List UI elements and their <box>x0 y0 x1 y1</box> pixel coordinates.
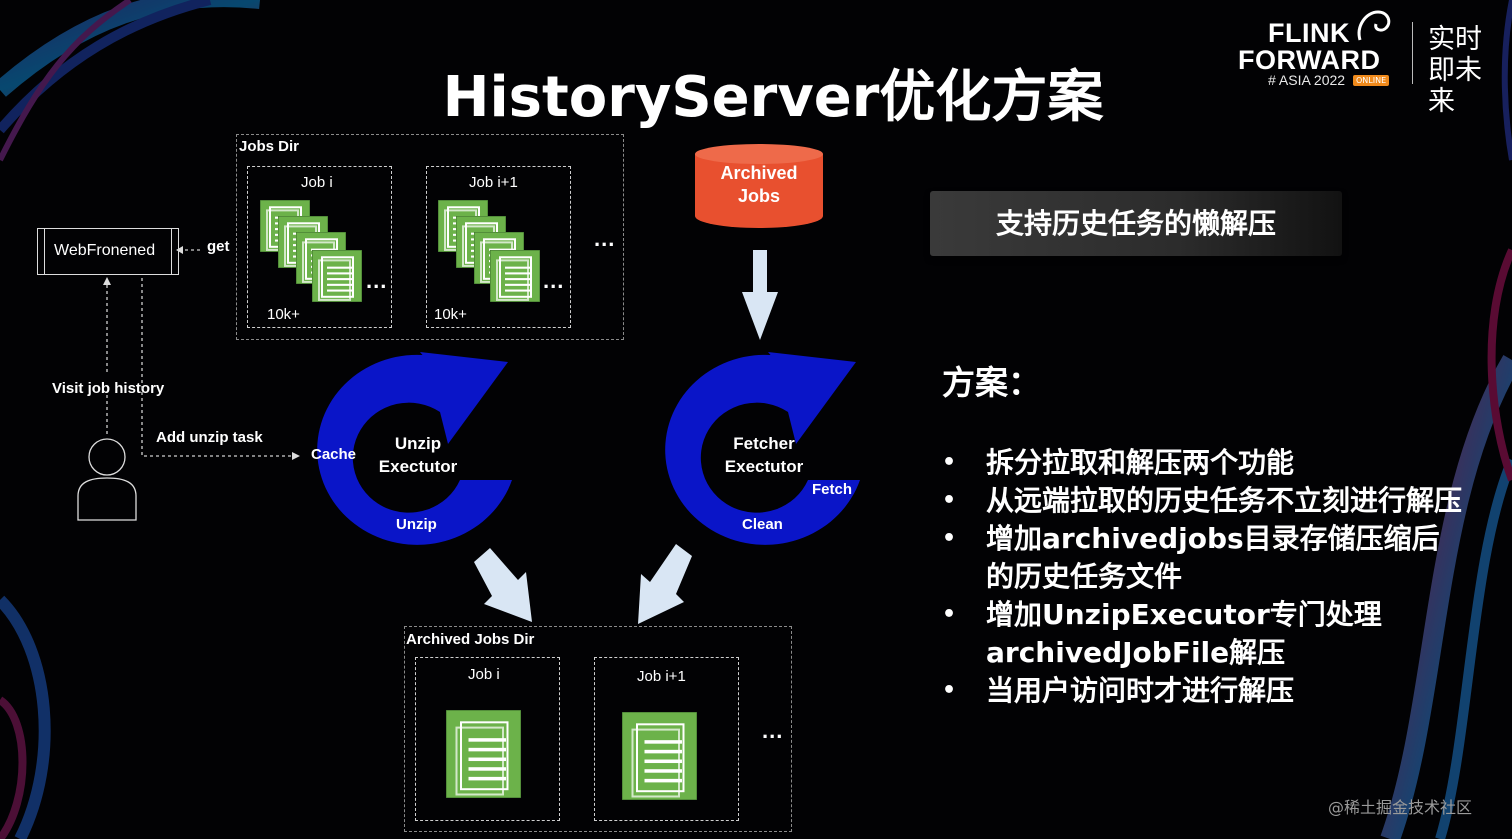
visit-history-label: Visit job history <box>52 380 165 397</box>
bullet-dot: • <box>942 602 957 627</box>
fetch-label: Fetch <box>812 481 853 498</box>
document-icon <box>311 249 363 303</box>
bullet-dot: • <box>942 450 957 475</box>
bullet-dot: • <box>942 488 957 513</box>
job-i1-label: Job i+1 <box>469 174 518 191</box>
web-frontend-label: WebFronened <box>54 242 156 259</box>
job-i-box <box>247 166 392 328</box>
logo-slogan: 实时即未来 <box>1428 24 1482 117</box>
fetcher-executor-cycle-icon <box>665 352 860 545</box>
cache-label: Cache <box>311 446 357 463</box>
plan-item: • 拆分拉取和解压两个功能 <box>942 444 1462 482</box>
job-i-count: 10k+ <box>267 306 300 323</box>
job-i1-count: 10k+ <box>434 306 467 323</box>
archived-job-i1-label: Job i+1 <box>637 668 686 685</box>
job-i1-more: ... <box>543 268 565 293</box>
archived-more: ... <box>762 718 784 743</box>
jobs-dir-label: Jobs Dir <box>239 138 300 155</box>
lazy-unzip-heading: 支持历史任务的懒解压 <box>930 191 1342 256</box>
plan-item-text: 增加archivedjobs目录存储压缩后的历史任务文件 <box>986 522 1440 593</box>
fetcher-executor-label: Fetcher Exectutor <box>724 434 804 476</box>
unzip-executor-label: Unzip Exectutor <box>378 434 458 476</box>
job-i1-box <box>426 166 571 328</box>
archived-jobs-label: Archived Jobs <box>720 163 798 206</box>
logo-line3: # ASIA 2022 <box>1268 72 1346 88</box>
archived-job-i1-box <box>594 657 739 821</box>
document-icon <box>621 711 698 801</box>
bullet-dot: • <box>942 526 957 551</box>
logo-badge: ONLINE <box>1353 75 1390 86</box>
document-icon <box>445 709 522 799</box>
archived-dir-label: Archived Jobs Dir <box>406 631 535 648</box>
plan-title: 方案： <box>942 363 1041 402</box>
plan-item: • 增加UnzipExecutor专门处理archivedJobFile解压 <box>942 596 1462 672</box>
archived-dir-box <box>404 626 792 832</box>
plan-item-text: 增加UnzipExecutor专门处理archivedJobFile解压 <box>986 598 1382 669</box>
web-frontend-box <box>37 228 179 275</box>
document-icon <box>489 249 541 303</box>
unzip-executor-cycle-icon <box>317 352 512 545</box>
bullet-dot: • <box>942 678 957 703</box>
user-icon <box>77 438 137 521</box>
plan-item-text: 从远端拉取的历史任务不立刻进行解压 <box>986 484 1463 517</box>
plan-item-text: 拆分拉取和解压两个功能 <box>986 446 1295 479</box>
archived-job-i-box <box>415 657 560 821</box>
plan-item: • 从远端拉取的历史任务不立刻进行解压 <box>942 482 1462 520</box>
job-i-label: Job i <box>301 174 333 191</box>
job-i-more: ... <box>366 268 388 293</box>
archived-jobs-cylinder-icon <box>695 144 823 228</box>
plan-item-text: 当用户访问时才进行解压 <box>986 674 1295 707</box>
page-title: HistoryServer优化方案 <box>442 65 1104 130</box>
squirrel-logo-icon <box>1357 10 1391 41</box>
logo-divider <box>1412 22 1413 84</box>
jobs-dir-box <box>236 134 624 340</box>
jobs-more: ... <box>594 226 616 251</box>
logo-line1: FLINK <box>1268 18 1350 48</box>
logo-line2: FORWARD <box>1238 45 1381 75</box>
plan-item: • 增加archivedjobs目录存储压缩后的历史任务文件 <box>942 520 1462 596</box>
plan-item: • 当用户访问时才进行解压 <box>942 672 1462 710</box>
watermark: @稀土掘金技术社区 <box>1328 798 1473 817</box>
unzip-label: Unzip <box>396 516 437 533</box>
archived-job-i-label: Job i <box>468 666 500 683</box>
add-unzip-label: Add unzip task <box>156 429 263 446</box>
plan-list: • 拆分拉取和解压两个功能 • 从远端拉取的历史任务不立刻进行解压 • 增加archi… <box>942 444 1462 710</box>
clean-label: Clean <box>742 516 783 533</box>
get-label: get <box>207 238 230 255</box>
